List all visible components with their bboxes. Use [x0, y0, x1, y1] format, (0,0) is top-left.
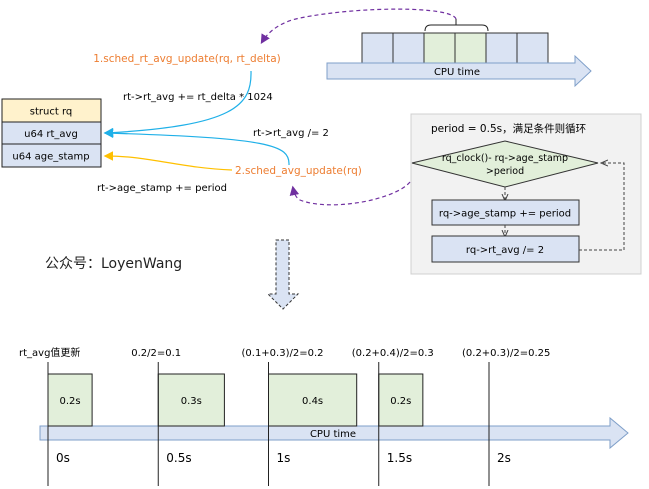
top-timeline-cell — [485, 32, 518, 64]
rt-avg-update-label: (0.2+0.4)/2=0.3 — [352, 348, 434, 359]
top-axis-label: CPU time — [434, 67, 480, 78]
call2-label: 2.sched_avg_update(rq) — [235, 165, 362, 177]
time-label: 2s — [497, 451, 511, 465]
top-axis-arrow — [326, 54, 592, 88]
bottom-axis-arrow — [39, 416, 629, 450]
struct-rq: struct rq u64 rt_avg u64 age_stamp — [1, 98, 102, 168]
loop-back-dashed-arrow — [579, 163, 625, 251]
purple-dashed-arrow-to-call1 — [260, 8, 457, 45]
condition-diamond — [411, 140, 599, 188]
down-arrow — [266, 239, 300, 310]
bottom-timeline: CPU time 0.2s 0.3s 0.4s 0.2s rt_avg值更新 0s 0.2/… — [19, 346, 629, 486]
rt-avg-update-label: (0.1+0.3)/2=0.2 — [242, 348, 324, 359]
bottom-axis-label: CPU time — [310, 429, 356, 440]
call1-label: 1.sched_rt_avg_update(rq, rt_delta) — [93, 53, 280, 65]
rt-avg-update-label: (0.2+0.3)/2=0.25 — [462, 348, 550, 359]
watermark: 公众号：LoyenWang — [45, 256, 182, 272]
time-label: 0.5s — [166, 451, 191, 465]
condition-line1: rq_clock()- rq->age_stamp — [442, 153, 568, 164]
run-block-label: 0.3s — [181, 396, 202, 407]
field-age-stamp: u64 age_stamp — [12, 152, 89, 163]
run-block — [157, 373, 225, 427]
condition-line2: >period — [486, 166, 524, 177]
top-timeline-cells — [361, 32, 549, 64]
time-label: 0s — [56, 451, 70, 465]
purple-dashed-arrow-to-call2 — [289, 181, 411, 206]
run-block — [47, 373, 93, 427]
time-label: 1.5s — [387, 451, 412, 465]
step1-box — [431, 199, 580, 226]
step1-label: rq->age_stamp += period — [439, 209, 571, 220]
step2-label: rq->rt_avg /= 2 — [466, 245, 544, 256]
run-block-label: 0.2s — [390, 396, 411, 407]
call2-effect-rt-avg-label: rt->rt_avg /= 2 — [253, 128, 329, 139]
field-rt-avg: u64 rt_avg — [24, 129, 78, 140]
call1-effect-label: rt->rt_avg += rt_delta * 1024 — [123, 92, 273, 103]
top-brace — [424, 19, 489, 32]
top-timeline: CPU time — [326, 19, 592, 88]
blue-arrow-call1-to-rt-avg — [103, 70, 252, 138]
top-timeline-cell — [454, 32, 487, 64]
yellow-arrow-call2-to-age-stamp — [103, 151, 233, 171]
top-timeline-cell — [392, 32, 425, 64]
time-label: 1s — [277, 451, 291, 465]
run-block — [378, 373, 424, 427]
struct-rq-header: struct rq — [30, 107, 72, 118]
rt-avg-update-label: 0.2/2=0.1 — [131, 348, 181, 359]
flow-panel: period = 0.5s，满足条件则循环 rq_clock()- rq->ag… — [410, 113, 642, 275]
top-timeline-cell — [423, 32, 456, 64]
run-block-label: 0.4s — [302, 396, 323, 407]
top-timeline-cell — [361, 32, 394, 64]
blue-arrow-call2-to-rt-avg — [103, 128, 290, 166]
step2-box — [431, 235, 580, 263]
rt-avg-update-label: rt_avg值更新 — [19, 346, 80, 359]
flow-panel-title: period = 0.5s，满足条件则循环 — [431, 122, 586, 135]
call2-effect-age-stamp-label: rt->age_stamp += period — [97, 183, 227, 194]
top-timeline-cell — [516, 32, 549, 64]
run-block-label: 0.2s — [59, 396, 80, 407]
